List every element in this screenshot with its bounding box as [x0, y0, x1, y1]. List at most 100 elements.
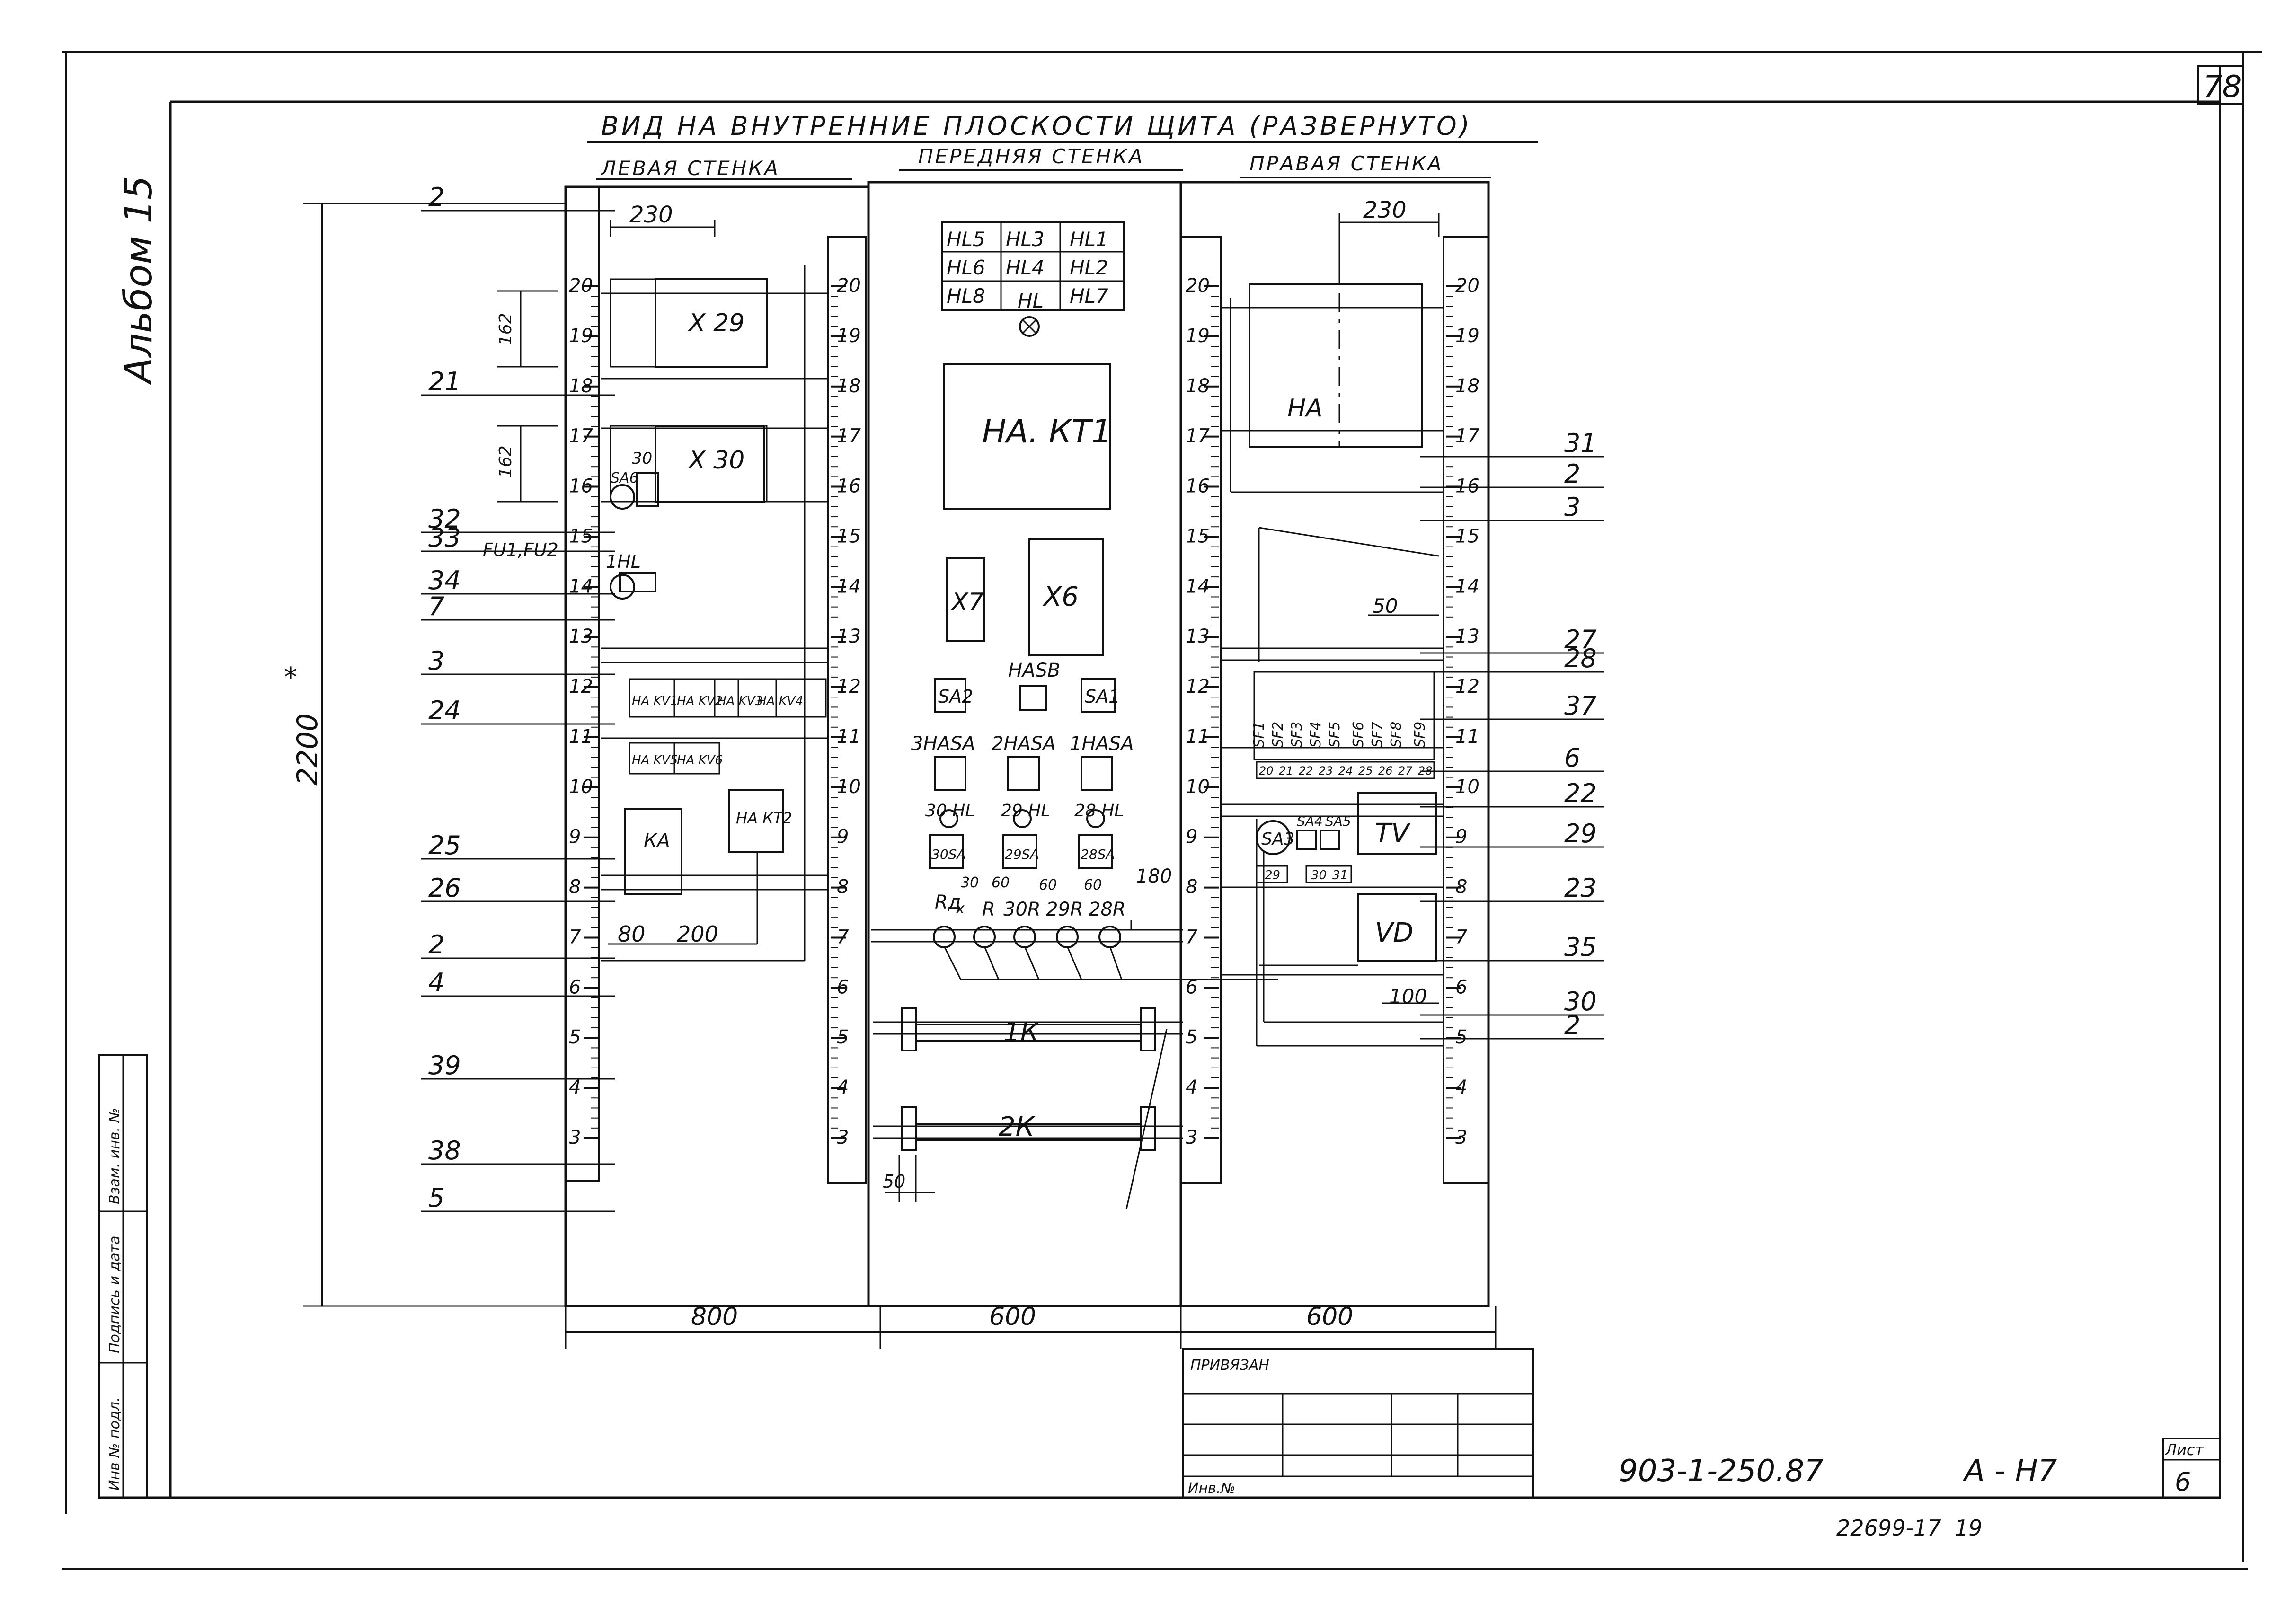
scale-number: 18: [1186, 375, 1210, 397]
scale-number: 3: [1186, 1127, 1197, 1148]
switch-sa1: SA1: [1085, 686, 1120, 707]
scale-number: 18: [837, 375, 861, 397]
lamp-30hl: 30 HL: [925, 801, 974, 821]
sheet-list-number: 6: [2175, 1467, 2191, 1497]
scale-number: 11: [1186, 726, 1210, 748]
callout-number: 34: [428, 565, 461, 595]
scale-number: 17: [1455, 425, 1479, 447]
height-dim-mark: *: [284, 662, 297, 693]
archive-suffix: 19: [1955, 1515, 1983, 1541]
scale-number: 3: [837, 1127, 849, 1148]
scale-number: 7: [1455, 926, 1468, 948]
scale-number: 10: [569, 776, 593, 798]
callout-number: 22: [1564, 778, 1597, 808]
scale-number: 3: [1455, 1127, 1467, 1148]
callout-number: 32: [428, 504, 461, 534]
terminal-x6: X6: [1042, 582, 1079, 612]
relay-kv3: НА KV3: [717, 694, 763, 708]
front-wall-equipment: [871, 221, 1278, 1209]
scale-number: 17: [837, 425, 861, 447]
callout-number: 2: [1564, 1010, 1580, 1040]
terminal-22: 22: [1299, 764, 1313, 777]
scale-number: 10: [1186, 776, 1210, 798]
scale-number: 12: [1186, 676, 1210, 697]
callout-number: 39: [428, 1050, 461, 1080]
scale-number: 20: [837, 275, 861, 297]
scale-number: 14: [1455, 575, 1479, 597]
scale-number: 6: [569, 976, 581, 998]
callout-number: 23: [1564, 873, 1597, 903]
scale-number: 20: [1455, 275, 1479, 297]
sheet-frame: [62, 51, 2262, 1570]
x30-height-dim: 162: [496, 445, 515, 478]
right-width-label: 600: [1306, 1303, 1353, 1331]
callout-number: 2: [428, 930, 444, 960]
relay-kv1: НА KV1: [632, 694, 678, 708]
scale-number: 6: [1455, 976, 1467, 998]
scale-number: 5: [1455, 1026, 1467, 1048]
button-nasb: НАSB: [1008, 660, 1060, 681]
callout-number: 31: [1564, 428, 1597, 458]
right-dim-100: 100: [1389, 985, 1427, 1008]
terminal-25: 25: [1358, 764, 1373, 777]
scale-number: 19: [1455, 325, 1479, 347]
terminal-29: 29: [1265, 868, 1280, 883]
scale-number: 15: [1455, 525, 1479, 547]
front-width-label: 600: [989, 1303, 1036, 1331]
relay-ka: КА: [644, 830, 670, 852]
lamp-hl6: HL6: [947, 256, 985, 279]
breaker-sf6: SF6: [1350, 722, 1367, 748]
stamp-vzam-inv: Взам. инв. №: [106, 1108, 123, 1204]
scale-number: 17: [569, 425, 593, 447]
breaker-sf3: SF3: [1289, 722, 1305, 748]
transformer-tv: TV: [1375, 818, 1411, 849]
scale-number: 11: [837, 726, 861, 748]
scale-number: 4: [1455, 1077, 1467, 1098]
breaker-sf7: SF7: [1369, 722, 1386, 748]
scale-number: 12: [569, 676, 593, 697]
scale-number: 13: [1186, 626, 1210, 647]
scale-number: 19: [569, 325, 593, 347]
scale-number: 4: [1186, 1077, 1197, 1098]
lamp-hl5: HL5: [947, 228, 985, 251]
scale-number: 18: [569, 375, 593, 397]
scale-number: 13: [1455, 626, 1479, 647]
scale-number: 12: [837, 676, 861, 697]
callout-number: 7: [428, 591, 444, 621]
ka-dim-200: 200: [677, 921, 718, 947]
left-width-label: 800: [691, 1303, 738, 1331]
callout-number: 24: [428, 696, 461, 725]
lamp-29hl: 29 HL: [1001, 801, 1050, 821]
scale-number: 20: [1186, 275, 1210, 297]
scale-number: 12: [1455, 676, 1479, 697]
switch-sa3: SA3: [1261, 830, 1294, 849]
terminal-27: 27: [1398, 764, 1413, 777]
lamp-hl1: HL1: [1070, 228, 1108, 251]
scale-number: 7: [569, 926, 581, 948]
callout-lines: 2213233347324252624393853123272837622292…: [421, 182, 1604, 1213]
callout-number: 27: [1564, 625, 1597, 654]
scale-number: 17: [1186, 425, 1210, 447]
terminal-30: 30: [1311, 868, 1327, 883]
front-dim-180: 180: [1136, 865, 1172, 887]
scale-number: 4: [837, 1077, 849, 1098]
heater-2k: 2К: [999, 1112, 1036, 1142]
callout-number: 3: [428, 646, 444, 676]
title-block: [1182, 1348, 2221, 1499]
right-dim-50: 50: [1373, 594, 1398, 618]
breaker-sf4: SF4: [1308, 722, 1324, 748]
lamp-hl3: HL3: [1006, 228, 1045, 251]
resistor-30r: 30R: [1003, 899, 1041, 920]
terminal-block-x30: X 30: [687, 446, 744, 475]
resistor-28r: 28R: [1089, 899, 1126, 920]
inv-no-label: Инв.№: [1188, 1480, 1235, 1497]
lamp-hl2: HL2: [1070, 256, 1108, 279]
scale-number: 3: [569, 1127, 581, 1148]
callout-number: 28: [1564, 644, 1597, 673]
breaker-sf1: SF1: [1251, 722, 1267, 748]
document-code: 903-1-250.87: [1619, 1454, 1824, 1489]
diode-vd: VD: [1375, 918, 1413, 948]
document-part: А - Н7: [1962, 1454, 2057, 1489]
horn-ha: НА: [1287, 394, 1323, 423]
terminal-24: 24: [1338, 764, 1353, 777]
